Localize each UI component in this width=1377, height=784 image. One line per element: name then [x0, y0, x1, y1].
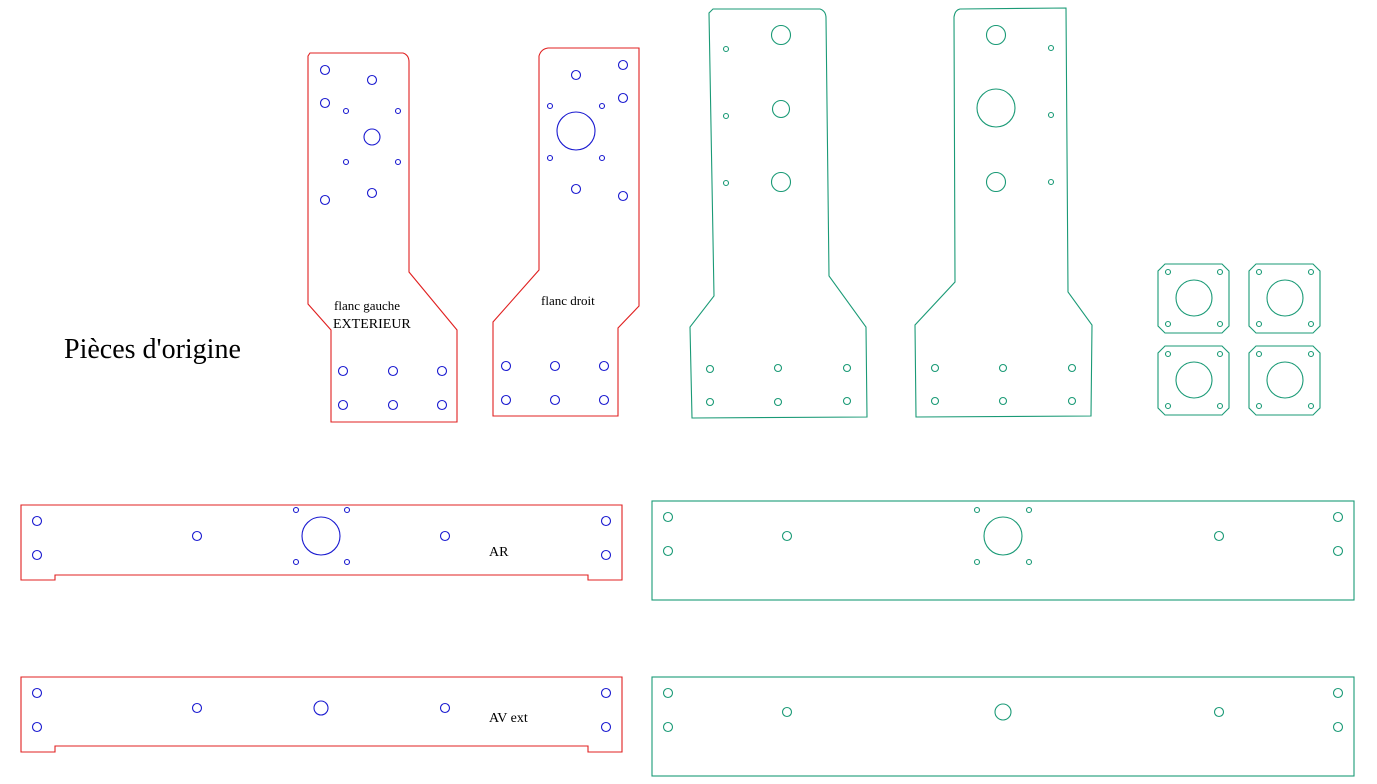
motor-plate-4 — [1248, 345, 1321, 416]
new-av-beam-outline — [651, 676, 1355, 777]
ar-beam-outline — [20, 504, 623, 581]
flanc-gauche-holes — [319, 64, 448, 411]
flanc-droit-motor-hole — [556, 111, 596, 151]
flanc-gauche-outline — [307, 52, 458, 423]
new-side-right-outline — [914, 7, 1093, 418]
ar-beam-motor-hole — [301, 516, 341, 556]
motor-plate-1 — [1157, 263, 1230, 334]
part-flanc-gauche: flanc gauche EXTERIEUR — [307, 52, 458, 423]
motor-plate-2 — [1248, 263, 1321, 334]
part-flanc-droit: flanc droit — [492, 47, 640, 417]
part-new-ar-beam — [651, 500, 1355, 601]
label-exterieur: EXTERIEUR — [333, 317, 411, 332]
part-new-av-beam — [651, 676, 1355, 777]
motor-plate-3 — [1157, 345, 1230, 416]
part-av-ext-beam: AV ext — [20, 676, 623, 753]
new-side-left-outline — [689, 8, 868, 419]
label-flanc-gauche: flanc gauche — [334, 298, 400, 313]
new-ar-beam-holes — [662, 506, 1344, 566]
part-new-side-right — [914, 7, 1093, 418]
av-ext-beam-outline — [20, 676, 623, 753]
part-ar-beam: AR — [20, 504, 623, 581]
flanc-droit-holes — [500, 59, 629, 406]
ar-beam-holes — [31, 506, 612, 566]
av-ext-beam-holes — [31, 687, 612, 733]
part-new-side-left — [689, 8, 868, 419]
new-ar-beam-motor-hole — [983, 516, 1023, 556]
label-ar: AR — [489, 545, 509, 560]
motor-plates — [1157, 263, 1321, 416]
flanc-gauche-bearing-hole — [363, 128, 381, 146]
new-side-right-motor-hole — [976, 88, 1016, 128]
new-ar-beam-outline — [651, 500, 1355, 601]
label-flanc-droit: flanc droit — [541, 293, 595, 308]
new-av-beam-holes — [662, 687, 1344, 733]
label-av-ext: AV ext — [489, 711, 528, 726]
new-side-right-holes — [930, 24, 1077, 406]
new-side-left-holes — [705, 24, 852, 407]
page-title: Pièces d'origine — [64, 334, 241, 365]
flanc-droit-outline — [492, 47, 640, 417]
